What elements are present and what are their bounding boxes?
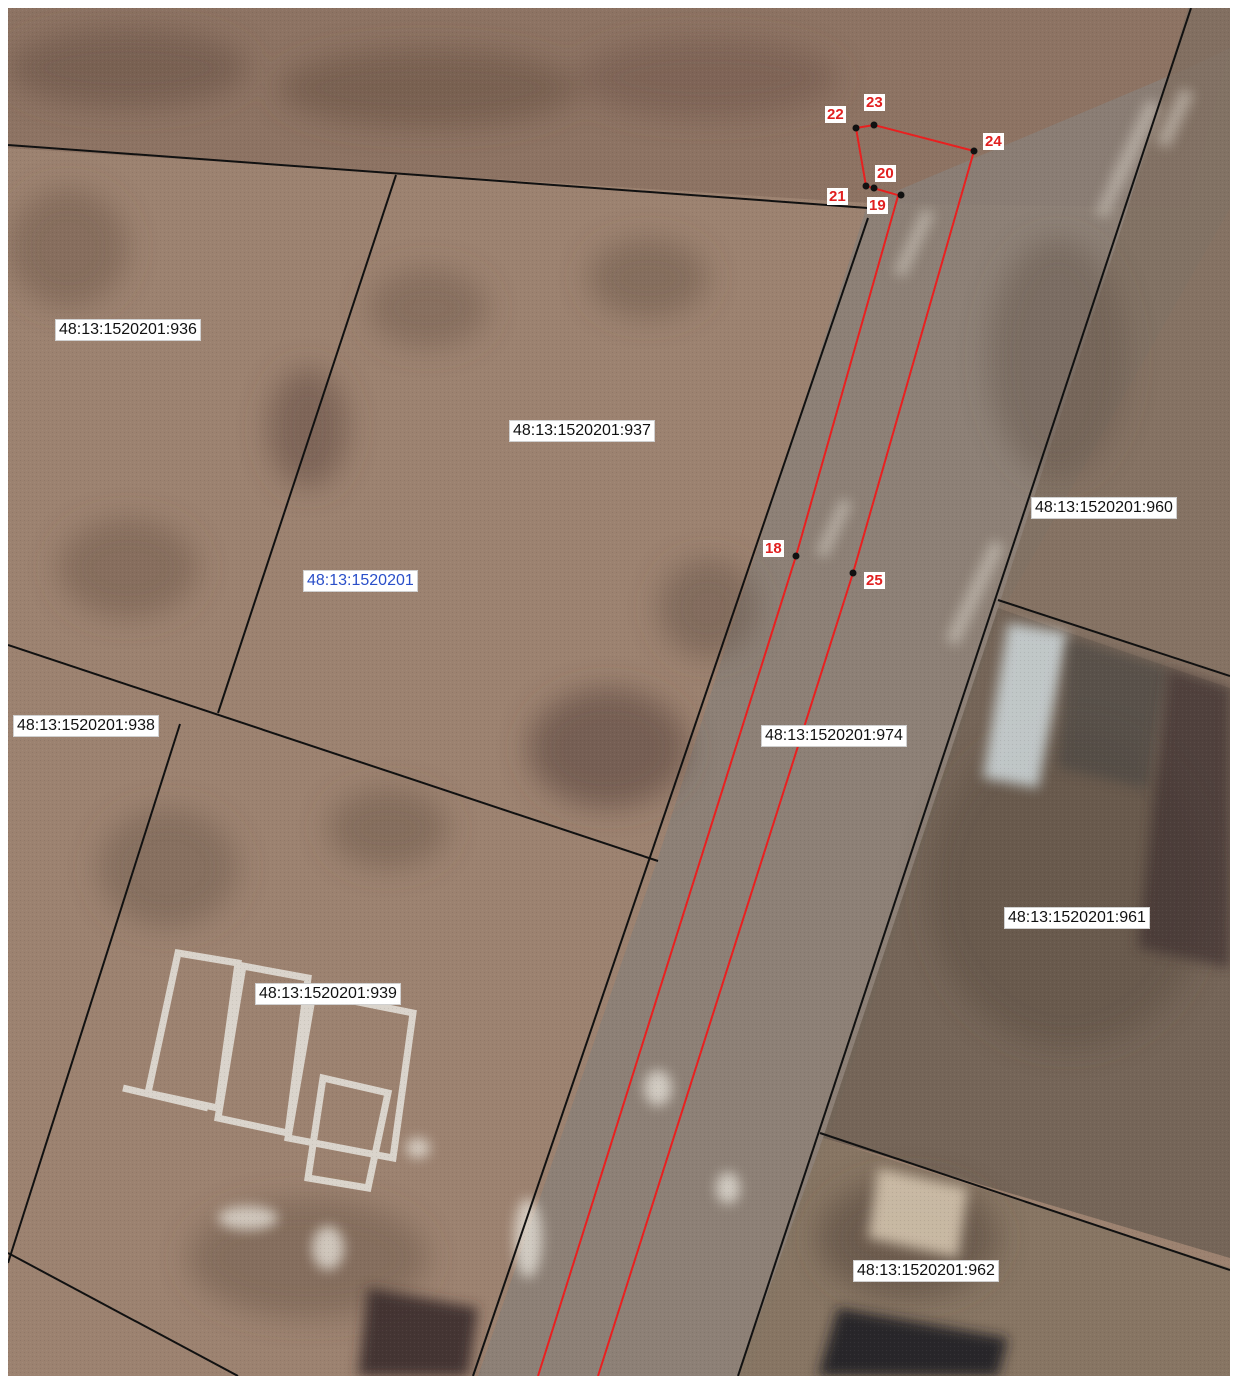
vertex-dot (870, 121, 878, 129)
parcel-label-938[interactable]: 48:13:1520201:938 (13, 715, 159, 737)
vertex-label-23: 23 (864, 94, 885, 111)
boundary-line (8, 1252, 239, 1376)
map-view[interactable]: 48:13:1520201:936 48:13:1520201:937 48:1… (8, 8, 1230, 1376)
image-grain (8, 8, 1230, 1376)
boundary-line (8, 723, 181, 1264)
vertex-dot (849, 569, 857, 577)
cadastral-boundaries (8, 8, 1230, 1376)
vertex-dot (870, 184, 878, 192)
boundary-line (997, 599, 1230, 677)
vertex-dot (792, 552, 800, 560)
vertex-dot (862, 182, 870, 190)
vertex-markers (792, 121, 978, 577)
vertex-label-20: 20 (875, 165, 896, 182)
vertex-dot (852, 124, 860, 132)
parcel-label-974[interactable]: 48:13:1520201:974 (761, 725, 907, 747)
vertex-label-19: 19 (867, 197, 888, 214)
parcel-label-937[interactable]: 48:13:1520201:937 (509, 420, 655, 442)
vertex-label-21: 21 (827, 188, 848, 205)
vertex-dot (970, 147, 978, 155)
boundary-line (217, 174, 397, 714)
parcel-label-960[interactable]: 48:13:1520201:960 (1031, 497, 1177, 519)
boundary-line (472, 217, 869, 1376)
vertex-label-22: 22 (825, 106, 846, 123)
boundary-line (737, 8, 1192, 1376)
satellite-map-canvas (8, 8, 1230, 1376)
parcel-label-939[interactable]: 48:13:1520201:939 (255, 983, 401, 1005)
boundary-line (8, 144, 869, 209)
parcel-label-962[interactable]: 48:13:1520201:962 (853, 1260, 999, 1282)
quarter-label[interactable]: 48:13:1520201 (303, 570, 418, 592)
boundary-line (819, 1132, 1230, 1271)
boundary-line (8, 644, 659, 862)
vertex-label-18: 18 (763, 540, 784, 557)
vertex-label-25: 25 (864, 572, 885, 589)
vertex-dot (897, 191, 905, 199)
parcel-label-936[interactable]: 48:13:1520201:936 (55, 319, 201, 341)
parcel-label-961[interactable]: 48:13:1520201:961 (1004, 907, 1150, 929)
vertex-label-24: 24 (983, 133, 1004, 150)
